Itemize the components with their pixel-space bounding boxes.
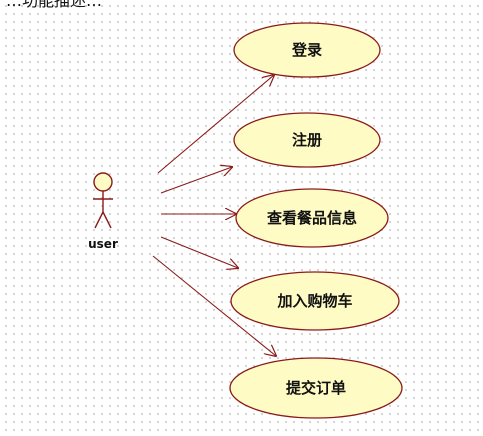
use-case-label: 登录 (291, 41, 322, 59)
use-case-label: 注册 (292, 131, 322, 149)
association-login (157, 75, 274, 174)
use-case-register[interactable]: 注册 (233, 112, 381, 168)
stick-figure-actor-icon (93, 172, 113, 229)
association-submit-order (152, 255, 276, 356)
associations (152, 75, 276, 356)
use-case-login[interactable]: 登录 (233, 22, 381, 78)
use-case-label: 加入购物车 (276, 292, 352, 310)
actor-user[interactable]: user (88, 172, 118, 251)
use-case-view-menu[interactable]: 查看餐品信息 (235, 188, 389, 248)
actor-label: user (88, 237, 118, 251)
association-add-to-cart (160, 236, 238, 268)
use-case-add-to-cart[interactable]: 加入购物车 (230, 271, 400, 331)
association-register (160, 167, 232, 194)
use-case-submit-order[interactable]: 提交订单 (229, 357, 403, 419)
use-case-label: 提交订单 (286, 379, 346, 397)
caption-text: …功能描述… (6, 0, 103, 10)
use-case-label: 查看餐品信息 (267, 209, 357, 227)
